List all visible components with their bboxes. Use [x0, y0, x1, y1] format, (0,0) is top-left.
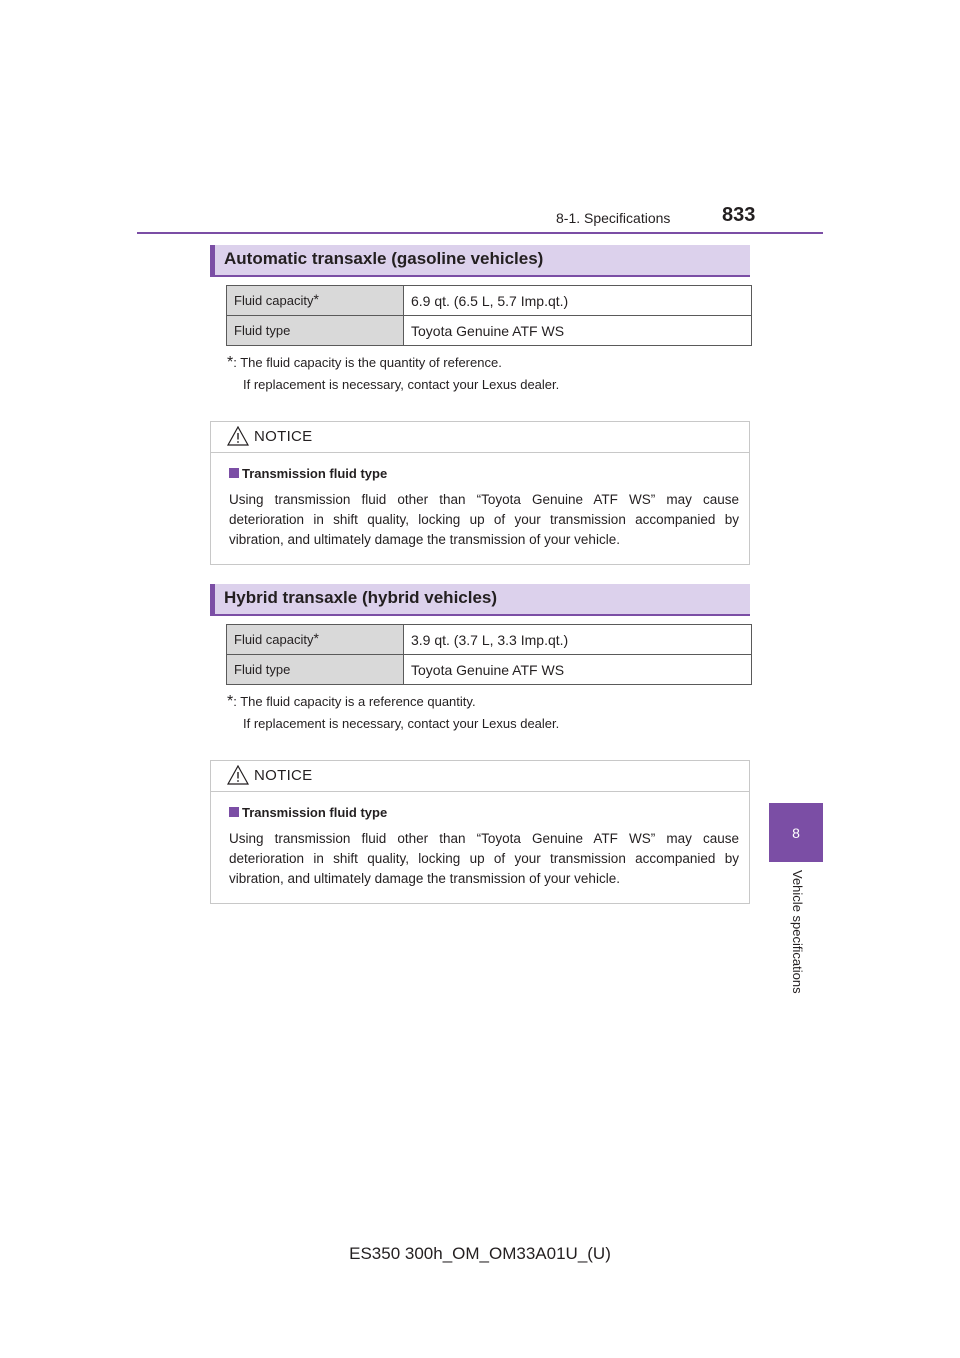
table-value: 3.9 qt. (3.7 L, 3.3 Imp.qt.): [411, 631, 569, 648]
notice-header: NOTICE: [211, 422, 749, 453]
notice-subtitle: Transmission fluid type: [229, 466, 387, 481]
section-heading-text: Hybrid transaxle (hybrid vehicles): [224, 588, 498, 607]
notice-header: NOTICE: [211, 761, 749, 792]
section-heading-text: Automatic transaxle (gasoline vehicles): [224, 249, 544, 268]
bullet-square-icon: [229, 807, 239, 817]
section-heading-hybrid: Hybrid transaxle (hybrid vehicles): [210, 584, 750, 616]
header-rule: [137, 232, 823, 234]
footnote-line: If replacement is necessary, contact you…: [243, 716, 560, 731]
notice-box-hybrid: NOTICE Transmission fluid type Using tra…: [210, 760, 750, 904]
table-key: Fluid capacity*: [227, 286, 404, 315]
notice-body: Using transmission fluid other than “Toy…: [229, 492, 739, 547]
footnote-mark: *: [227, 693, 234, 710]
spec-table-gasoline: Fluid capacity* 6.9 qt. (6.5 L, 5.7 Imp.…: [226, 285, 752, 346]
footnote-line: : The fluid capacity is a reference quan…: [233, 694, 476, 709]
table-value: Toyota Genuine ATF WS: [411, 661, 565, 678]
table-key: Fluid type: [227, 316, 404, 345]
page-number: 833: [722, 204, 756, 226]
table-key: Fluid capacity*: [227, 625, 404, 654]
running-header-section: 8-1. Specifications: [556, 210, 671, 226]
footnote-gasoline: *: The fluid capacity is the quantity of…: [227, 352, 747, 396]
notice-box-gasoline: NOTICE Transmission fluid type Using tra…: [210, 421, 750, 565]
table-row: Fluid type Toyota Genuine ATF WS: [227, 315, 751, 345]
chapter-tab-number: 8: [792, 824, 800, 841]
notice-title: NOTICE: [254, 767, 313, 784]
notice-subtitle: Transmission fluid type: [229, 805, 387, 820]
footnote-hybrid: *: The fluid capacity is a reference qua…: [227, 691, 747, 735]
document-code-footer: ES350 300h_OM_OM33A01U_(U): [349, 1244, 611, 1263]
table-value: 6.9 qt. (6.5 L, 5.7 Imp.qt.): [411, 292, 569, 309]
footnote-line: : The fluid capacity is the quantity of …: [233, 355, 502, 370]
chapter-side-label-text: Vehicle specifications: [790, 870, 805, 994]
chapter-side-label: Vehicle specifications: [787, 870, 805, 1010]
notice-body: Using transmission fluid other than “Toy…: [229, 831, 739, 886]
table-key: Fluid type: [227, 655, 404, 684]
table-value: Toyota Genuine ATF WS: [411, 322, 565, 339]
footnote-mark: *: [227, 354, 234, 371]
table-row: Fluid capacity* 3.9 qt. (3.7 L, 3.3 Imp.…: [227, 625, 751, 654]
warning-triangle-icon: [227, 426, 249, 446]
chapter-tab: [769, 803, 823, 862]
bullet-square-icon: [229, 468, 239, 478]
table-row: Fluid type Toyota Genuine ATF WS: [227, 654, 751, 684]
warning-triangle-icon: [227, 765, 249, 785]
table-row: Fluid capacity* 6.9 qt. (6.5 L, 5.7 Imp.…: [227, 286, 751, 315]
footnote-line: If replacement is necessary, contact you…: [243, 377, 560, 392]
notice-title: NOTICE: [254, 428, 313, 445]
section-heading-gasoline: Automatic transaxle (gasoline vehicles): [210, 245, 750, 277]
spec-table-hybrid: Fluid capacity* 3.9 qt. (3.7 L, 3.3 Imp.…: [226, 624, 752, 685]
